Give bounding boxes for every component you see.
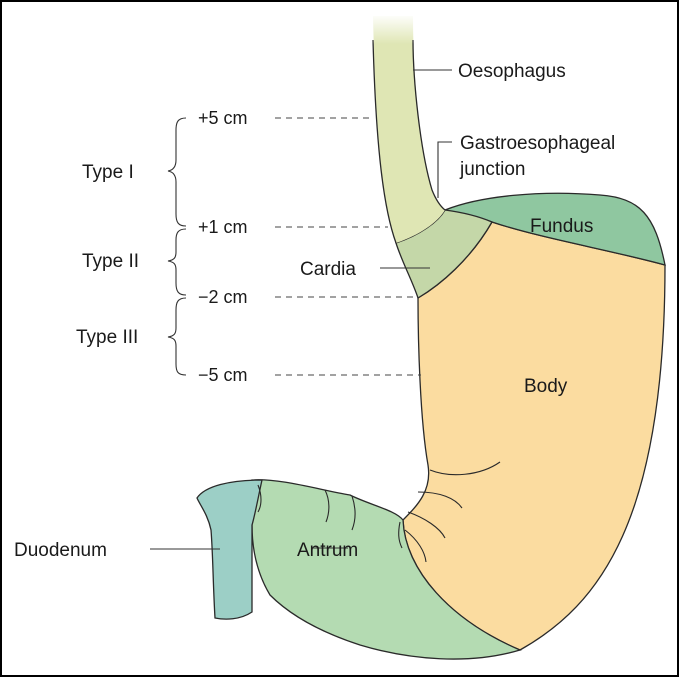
label-level-minus2: −2 cm <box>198 287 248 307</box>
label-fundus: Fundus <box>530 216 593 237</box>
label-gej-line2: junction <box>459 159 526 180</box>
label-level-minus5: −5 cm <box>198 365 248 385</box>
label-level-plus1: +1 cm <box>198 217 248 237</box>
label-cardia: Cardia <box>300 259 356 280</box>
label-duodenum: Duodenum <box>14 540 107 561</box>
label-gej-line1: Gastroesophageal <box>460 133 615 154</box>
label-body: Body <box>524 376 568 397</box>
label-antrum: Antrum <box>297 540 358 561</box>
label-type-1: Type I <box>82 162 134 183</box>
label-type-3: Type III <box>76 327 138 348</box>
label-type-2: Type II <box>82 251 139 272</box>
label-oesophagus: Oesophagus <box>458 61 566 82</box>
label-level-plus5: +5 cm <box>198 108 248 128</box>
oesophagus-fade <box>372 14 415 44</box>
